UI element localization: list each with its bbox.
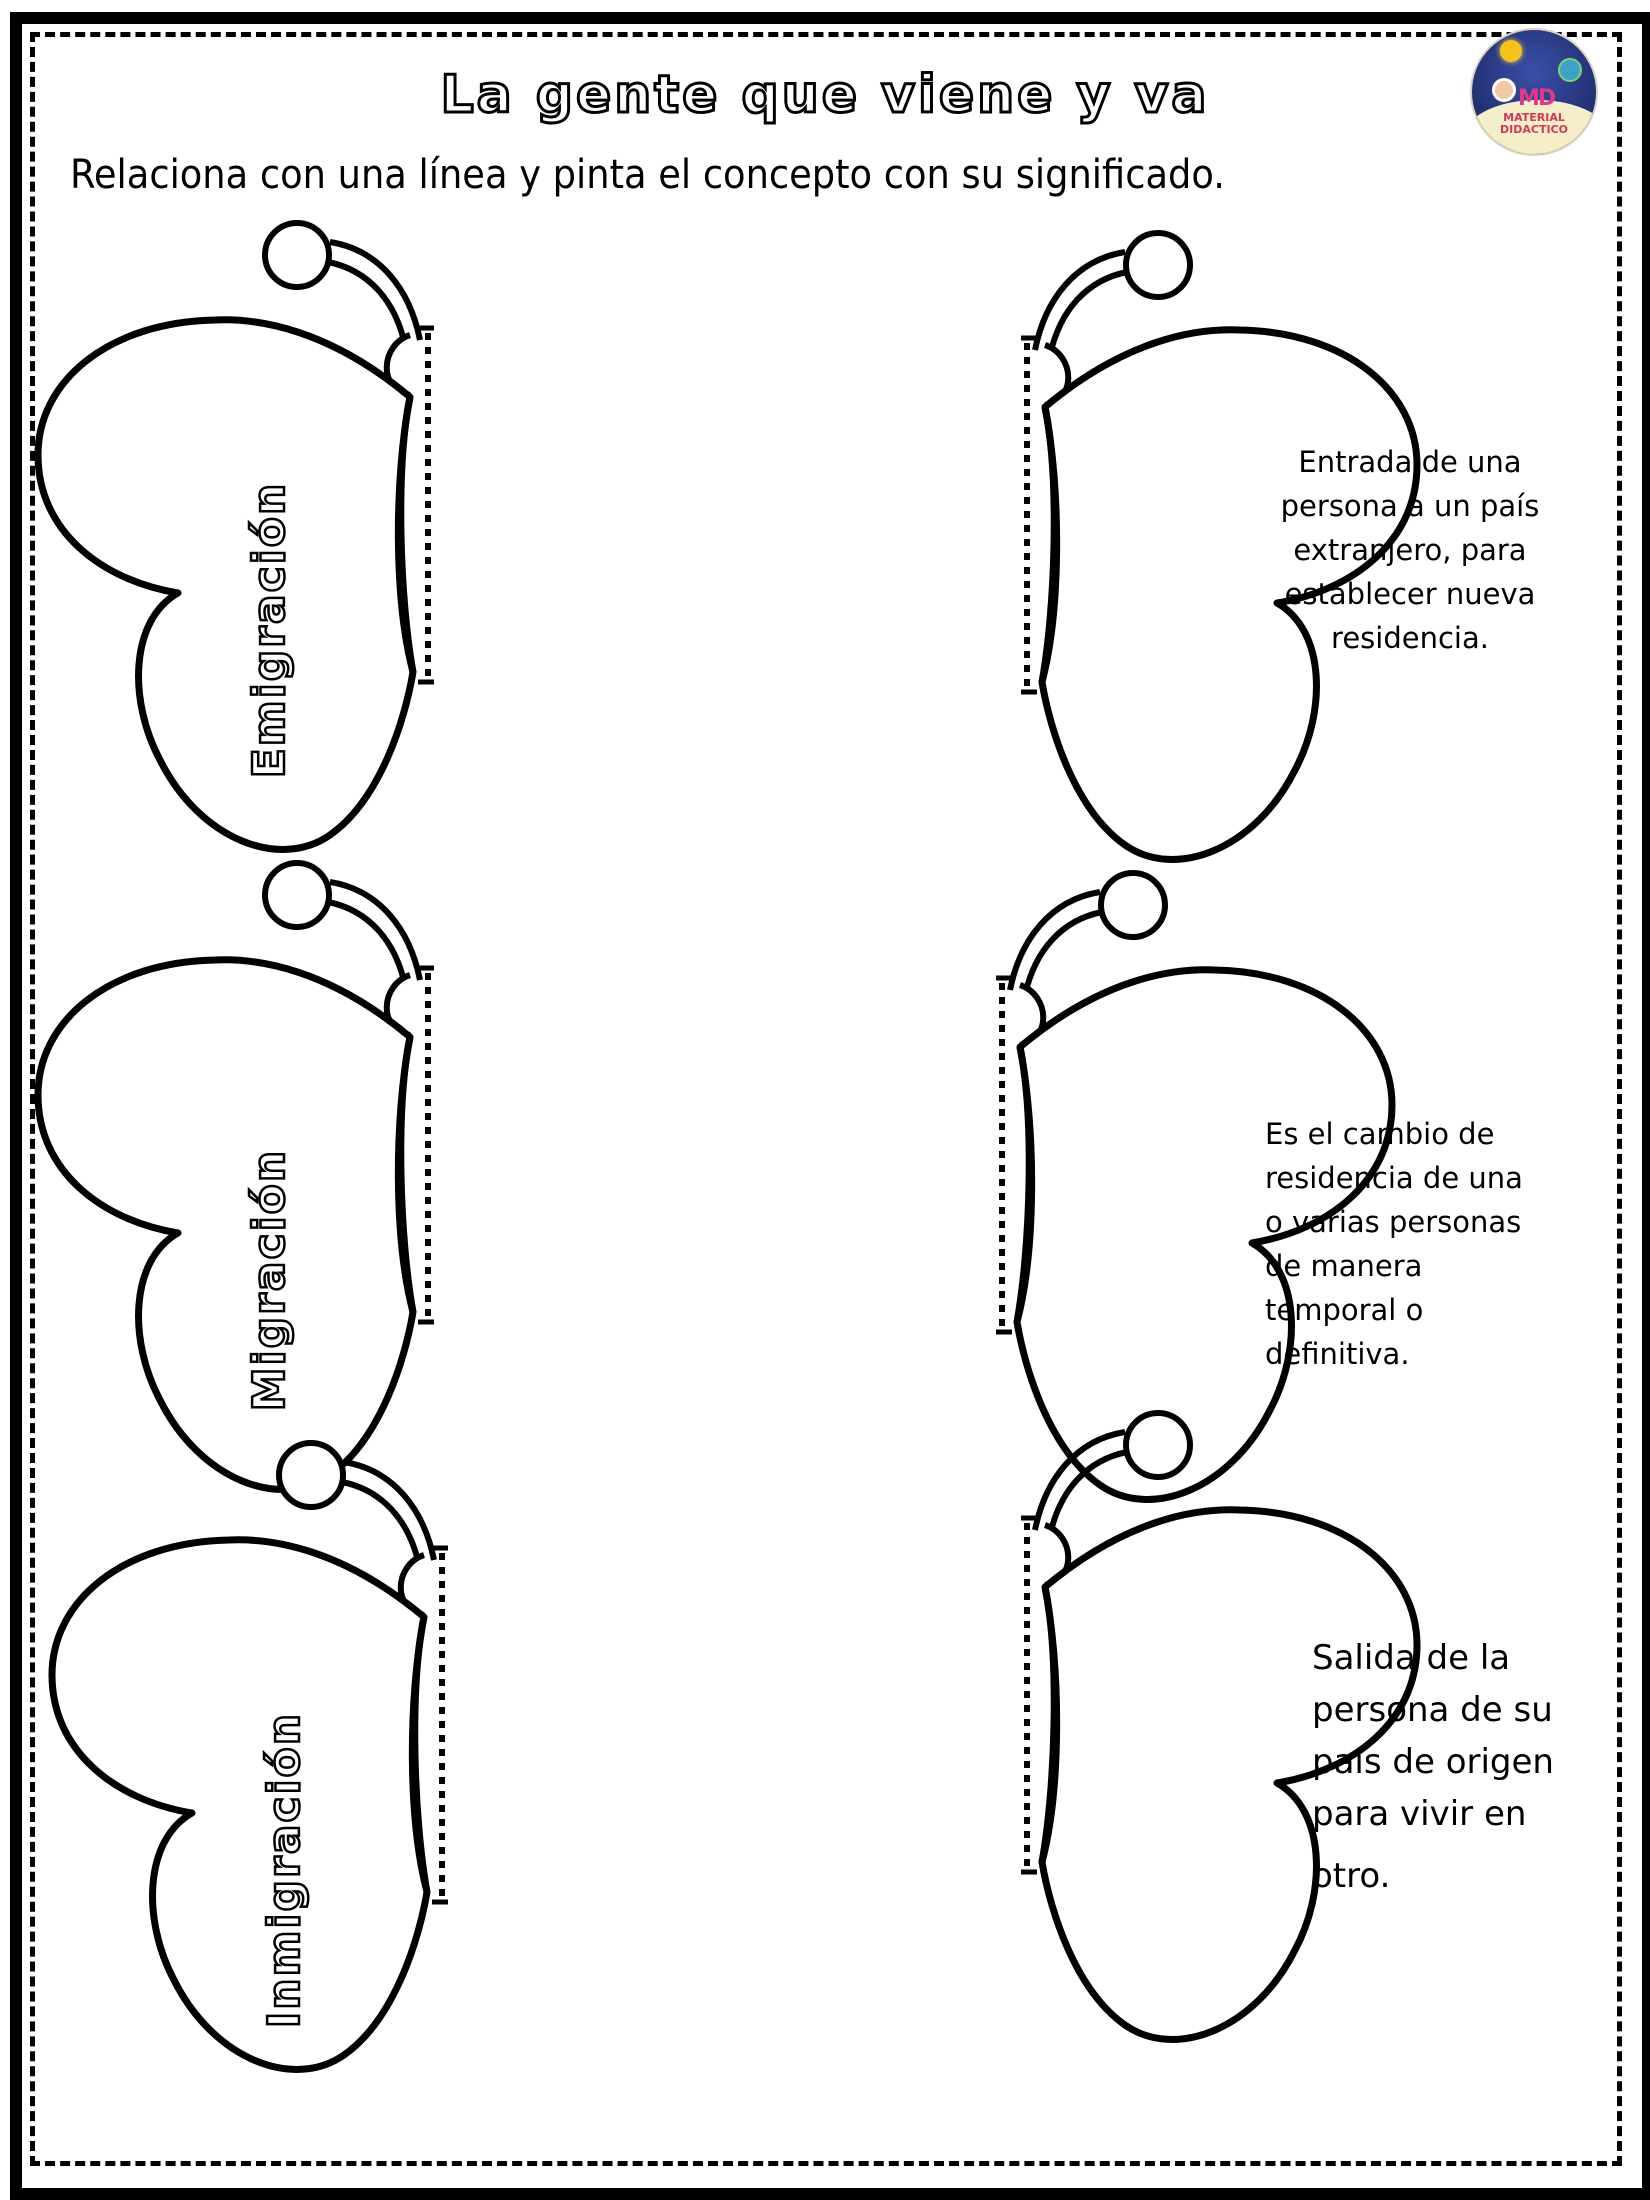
butterfly-left-2 (38, 863, 434, 1489)
definition-3: Salida de la persona de su país de orige… (1312, 1632, 1592, 1902)
logo-text-line1: MATERIAL (1503, 111, 1565, 124)
definition-line: persona de su (1312, 1690, 1553, 1730)
worksheet-title: La gente que viene y va (439, 64, 1210, 127)
logo-text: MATERIAL DIDACTICO (1472, 112, 1596, 136)
definition-line: definitiva. (1265, 1337, 1410, 1371)
logo-monogram: MD (1518, 86, 1556, 111)
instruction-text: Relaciona con una línea y pinta el conce… (70, 152, 1225, 198)
concept-label-inmigracion: Inmigración (258, 1711, 312, 2030)
definition-line: o varias personas (1265, 1205, 1522, 1239)
logo-moon (1472, 100, 1596, 154)
definition-line: Es el cambio de (1265, 1117, 1495, 1151)
concept-label-emigracion: Emigración (243, 480, 297, 779)
definition-2: Es el cambio de residencia de una o vari… (1265, 1112, 1565, 1376)
logo-sun-icon (1500, 40, 1522, 62)
definition-line: residencia de una (1265, 1161, 1523, 1195)
definition-line: persona a un país (1280, 489, 1540, 523)
logo-text-line2: DIDACTICO (1500, 123, 1568, 136)
logo-astronaut-icon (1492, 78, 1516, 102)
outer-border (10, 12, 1650, 2200)
definition-line: extranjero, para (1293, 533, 1527, 567)
concept-label-migracion: Migración (243, 1148, 297, 1413)
definition-1: Entrada de una persona a un país extranj… (1260, 440, 1560, 660)
definition-line: Salida de la (1312, 1638, 1511, 1678)
material-didactico-logo-icon: MD MATERIAL DIDACTICO (1470, 28, 1598, 156)
definition-line: residencia. (1331, 621, 1489, 655)
definition-line: para vivir en (1312, 1794, 1527, 1834)
logo-planet-icon (1558, 58, 1582, 82)
definition-line: temporal o (1265, 1293, 1424, 1327)
butterfly-left-1 (38, 223, 434, 849)
butterfly-left-3 (52, 1443, 448, 2069)
definition-line: establecer nueva (1284, 577, 1536, 611)
definition-line: de manera (1265, 1249, 1423, 1283)
definition-line: otro. (1312, 1856, 1391, 1896)
inner-dashed-border (30, 32, 1622, 2166)
definition-line: país de origen (1312, 1742, 1554, 1782)
definition-line: Entrada de una (1298, 445, 1522, 479)
